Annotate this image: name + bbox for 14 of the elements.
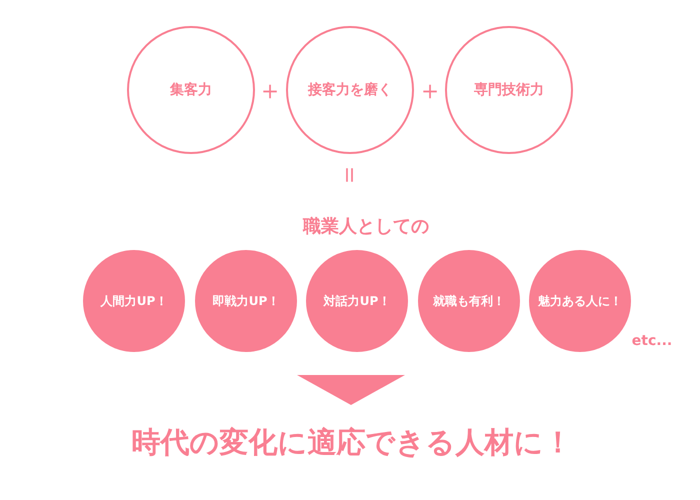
- circle-label: 即戦力UP！: [212, 292, 280, 310]
- circle-label: 人間力UP！: [100, 292, 168, 310]
- equals-sign: ＝: [337, 162, 363, 188]
- plus-sign: ＋: [417, 78, 443, 104]
- circle-label: 専門技術力: [474, 81, 544, 99]
- circle-label: 就職も有利！: [433, 292, 505, 310]
- circle-label: 接客力を磨く: [308, 81, 392, 99]
- circle-label: 魅力ある人に！: [538, 292, 622, 310]
- etc-text: etc...: [632, 333, 672, 349]
- heading: 職業人としての: [303, 215, 429, 238]
- plus-sign: ＋: [257, 78, 283, 104]
- circle-label: 対話力UP！: [324, 292, 390, 310]
- conclusion-text: 時代の変化に適応できる人材に！: [132, 424, 572, 461]
- circle-label: 集客力: [170, 81, 212, 99]
